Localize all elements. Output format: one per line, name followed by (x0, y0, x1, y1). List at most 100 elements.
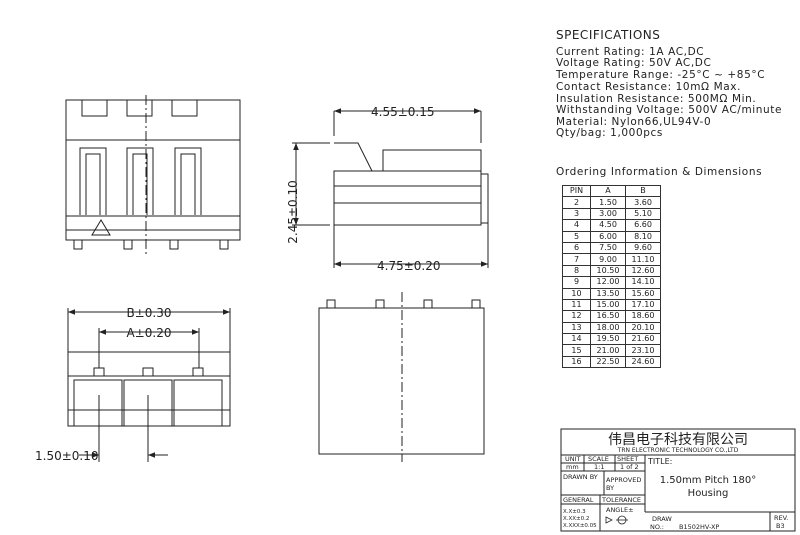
cell-pin: 15 (562, 344, 591, 357)
ordering-title: Ordering Information & Dimensions (556, 166, 762, 178)
spec-insulation-resistance: Insulation Resistance: 500MΩ Min. (556, 93, 756, 105)
scale-value: 1:1 (594, 463, 604, 471)
dim-pitch: 1.50±0.10 (35, 449, 99, 463)
spec-contact-resistance: Contact Resistance: 10mΩ Max. (556, 81, 741, 93)
scale-label: SCALE (588, 455, 609, 463)
draw-no-value: B1502HV-XP (679, 523, 719, 531)
title-block-frame (560, 428, 796, 532)
cell-a: 18.00 (590, 321, 626, 335)
cell-a: 22.50 (590, 355, 626, 369)
tolerance-symbols (605, 515, 628, 525)
spec-qty-bag: Qty/bag: 1,000pcs (556, 127, 663, 139)
dim-height: 2.45±0.10 (286, 180, 300, 244)
cell-pin: 3 (562, 207, 591, 221)
specifications-list: Current Rating: 1A AC,DC Voltage Rating:… (555, 46, 782, 139)
cell-a: 16.50 (590, 310, 626, 323)
approved-by-label-1: APPROVED (606, 476, 641, 484)
header-a: A (590, 184, 626, 198)
company-name-cn: 伟昌电子科技有限公司 (608, 432, 748, 448)
specifications-title: SPECIFICATIONS (556, 28, 660, 42)
drawn-by-label: DRAWN BY (563, 473, 598, 481)
cell-a: 15.00 (590, 298, 626, 312)
cell-a: 9.00 (590, 253, 626, 266)
sheet-label: SHEET (617, 455, 638, 463)
cell-pin: 7 (562, 253, 591, 266)
cell-b: 15.60 (625, 287, 661, 300)
dim-a: A±0.20 (127, 326, 172, 340)
spec-withstanding-voltage: Withstanding Voltage: 500V AC/minute (556, 104, 782, 116)
top-view (318, 292, 485, 462)
cell-a: 19.50 (590, 333, 626, 346)
unit-label: UNIT (565, 455, 581, 463)
title-label: TITLE: (647, 457, 672, 466)
draw-no-label-2: NO.: (650, 523, 664, 531)
cell-b: 5.10 (625, 207, 661, 221)
general-label: GENERAL (563, 496, 594, 504)
cell-a: 13.50 (590, 287, 626, 300)
cell-pin: 12 (562, 310, 591, 323)
cell-a: 6.00 (590, 230, 626, 243)
header-b: B (625, 184, 661, 198)
cell-a: 3.00 (590, 207, 626, 221)
cell-a: 4.50 (590, 219, 626, 232)
side-view (292, 108, 489, 268)
cell-b: 9.60 (625, 241, 661, 255)
cell-b: 3.60 (625, 196, 661, 209)
header-pin: PIN (562, 184, 591, 198)
front-view (65, 95, 241, 255)
cell-a: 7.50 (590, 241, 626, 255)
spec-material: Material: Nylon66,UL94V-0 (556, 116, 711, 128)
angle-label: ANGLE± (606, 506, 634, 514)
cell-b: 21.60 (625, 333, 661, 346)
cell-pin: 9 (562, 276, 591, 289)
dim-top-width: 4.55±0.15 (371, 105, 435, 119)
cell-b: 20.10 (625, 321, 661, 335)
cell-a: 21.00 (590, 344, 626, 357)
spec-voltage-rating: Voltage Rating: 50V AC,DC (556, 57, 711, 69)
approved-by-label-2: BY (606, 484, 614, 492)
table-header-row: PIN A B (562, 184, 661, 198)
cell-pin: 4 (562, 219, 591, 232)
cell-b: 8.10 (625, 230, 661, 243)
unit-value: mm (566, 463, 579, 471)
cell-b: 17.10 (625, 298, 661, 312)
cell-pin: 2 (562, 196, 591, 209)
company-name-en: TRN ELECTRONIC TECHNOLOGY CO.,LTD (617, 447, 739, 454)
cell-a: 10.50 (590, 264, 626, 278)
draw-no-label-1: DRAW (652, 515, 672, 523)
tolerance-3: X.XXX±0.05 (563, 523, 597, 529)
cell-pin: 8 (562, 264, 591, 278)
cell-b: 23.10 (625, 344, 661, 357)
cell-b: 24.60 (625, 355, 661, 369)
cell-b: 11.10 (625, 253, 661, 266)
cell-a: 1.50 (590, 196, 626, 209)
cell-pin: 16 (562, 355, 591, 369)
dim-b: B±0.30 (126, 306, 171, 320)
spec-current-rating: Current Rating: 1A AC,DC (556, 46, 704, 58)
rev-value: B3 (776, 522, 785, 530)
tolerance-2: X.XX±0.2 (563, 516, 589, 522)
cell-a: 12.00 (590, 276, 626, 289)
sheet-value: 1 of 2 (620, 463, 639, 471)
cell-pin: 14 (562, 333, 591, 346)
tolerance-1: X.X±0.3 (563, 509, 586, 515)
dim-bottom-width: 4.75±0.20 (377, 259, 441, 273)
spec-temperature-range: Temperature Range: -25°C ~ +85°C (555, 69, 765, 81)
